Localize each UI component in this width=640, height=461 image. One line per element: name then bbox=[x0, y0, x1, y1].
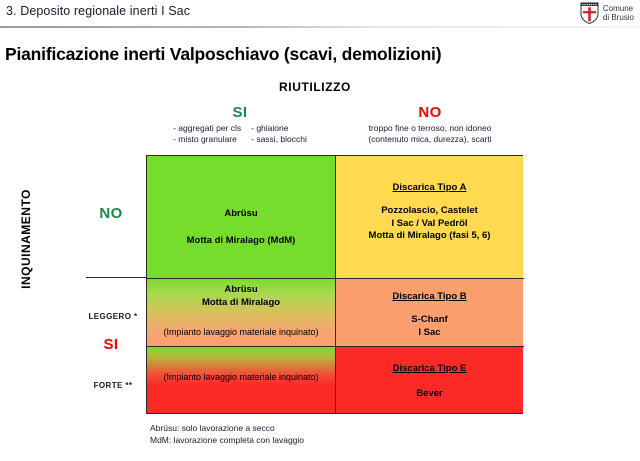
cell-orange-line-2: I Sac bbox=[418, 326, 441, 338]
cell-orange-title: Discarica Tipo B bbox=[392, 291, 467, 302]
cell-no-pollution-reuse-no[interactable]: Discarica Tipo A Pozzolascio, Castelet I… bbox=[335, 156, 523, 278]
cell-yellow-line-1: Pozzolascio, Castelet bbox=[381, 205, 478, 216]
row-divider bbox=[86, 277, 146, 278]
axis-label-riutilizzo-text: RIUTILIZZO bbox=[279, 80, 351, 94]
cell-grad-light-note: (Impianto lavaggio materiale inquinato) bbox=[163, 327, 319, 337]
page-title: Pianificazione inerti Valposchiavo (scav… bbox=[5, 44, 442, 64]
no-sub-line-1: troppo fine o terroso, non idoneo bbox=[368, 123, 492, 133]
column-header-si: SI - aggregati per cls - misto granulare… bbox=[145, 104, 335, 145]
matrix-hrule-2 bbox=[147, 346, 524, 347]
cell-light-pollution-reuse-no[interactable]: Discarica Tipo B S-Chanf I Sac bbox=[335, 278, 523, 346]
column-header-no: NO troppo fine o terroso, non idoneo (co… bbox=[335, 104, 525, 145]
row-header-leggero: LEGGERO * bbox=[80, 306, 146, 324]
cell-yellow-line-2: I Sac / Val Pedröl bbox=[391, 217, 468, 229]
axis-label-inquinamento: INQUINAMENTO bbox=[19, 189, 33, 289]
brusio-shield-icon bbox=[580, 2, 599, 25]
row-header-forte-text: FORTE ** bbox=[93, 381, 133, 390]
cell-yellow-title: Discarica Tipo A bbox=[392, 182, 467, 193]
cell-red-title: Discarica Tipo E bbox=[392, 363, 467, 374]
row-header-si: SI bbox=[80, 336, 142, 354]
brand-text: Comune di Brusio bbox=[603, 4, 634, 23]
cell-green-line-1: Abrüsu bbox=[224, 208, 258, 219]
brand-line-2: di Brusio bbox=[602, 13, 634, 22]
footnote-2: MdM: lavorazione completa con lavaggio bbox=[150, 435, 305, 445]
cell-yellow-line-3: Motta di Miralago (fasi 5, 6) bbox=[368, 230, 491, 241]
cell-grad-light-line-2: Motta di Miralago bbox=[201, 296, 281, 308]
axis-label-riutilizzo: RIUTILIZZO bbox=[0, 80, 640, 94]
cell-red-line-1: Bever bbox=[416, 388, 443, 399]
cell-no-pollution-reuse-yes[interactable]: Abrüsu Motta di Miralago (MdM) bbox=[147, 156, 335, 278]
column-header-si-sub-left: - aggregati per cls - misto granulare bbox=[173, 123, 241, 145]
column-header-no-word: NO bbox=[418, 104, 442, 121]
si-sub-left-line-1: - aggregati per cls bbox=[173, 123, 242, 133]
brand-line-1: Comune bbox=[602, 3, 634, 13]
cell-strong-pollution-reuse-no[interactable]: Discarica Tipo E Bever bbox=[335, 346, 523, 413]
column-header-si-subtitle: - aggregati per cls - misto granulare - … bbox=[145, 123, 335, 145]
slide-header-title: 3. Deposito regionale inerti I Sac bbox=[6, 4, 191, 18]
matrix-grid: Abrüsu Motta di Miralago (MdM) Discarica… bbox=[146, 155, 524, 414]
no-sub-line-2: (contenuto mica, durezza), scarti bbox=[368, 134, 492, 144]
row-header-forte: FORTE ** bbox=[80, 375, 146, 393]
footnote-1: Abrüsu: solo lavorazione a secco bbox=[150, 423, 275, 433]
si-sub-right-line-2: - sassi, blocchi bbox=[251, 134, 307, 144]
cell-orange-line-1: S-Chanf bbox=[411, 314, 448, 325]
header-divider bbox=[0, 26, 640, 28]
cell-light-pollution-reuse-yes[interactable]: Abrüsu Motta di Miralago (Impianto lavag… bbox=[147, 278, 335, 346]
cell-green-line-2: Motta di Miralago (MdM) bbox=[186, 234, 296, 246]
si-sub-left-line-2: - misto granulare bbox=[173, 134, 237, 144]
cell-strong-pollution-reuse-yes[interactable]: (Impianto lavaggio materiale inquinato) bbox=[147, 346, 335, 413]
row-header-leggero-text: LEGGERO * bbox=[88, 312, 138, 321]
si-sub-right-line-1: - ghiaione bbox=[251, 123, 289, 133]
row-header-si-word: SI bbox=[103, 336, 119, 353]
slide-header: 3. Deposito regionale inerti I Sac Comun… bbox=[0, 0, 640, 28]
cell-grad-red-note: (Impianto lavaggio materiale inquinato) bbox=[163, 372, 319, 382]
footnotes: Abrüsu: solo lavorazione a secco MdM: la… bbox=[150, 422, 304, 446]
brand-logo: Comune di Brusio bbox=[580, 2, 634, 25]
cell-grad-light-line-1: Abrüsu bbox=[224, 284, 258, 295]
matrix-hrule-1 bbox=[147, 278, 524, 279]
column-header-no-subtitle: troppo fine o terroso, non idoneo (conte… bbox=[335, 123, 525, 145]
row-header-no-word: NO bbox=[99, 205, 123, 222]
column-header-si-sub-right: - ghiaione - sassi, blocchi bbox=[251, 123, 307, 145]
column-header-si-word: SI bbox=[232, 104, 248, 121]
row-header-no: NO bbox=[80, 205, 142, 223]
